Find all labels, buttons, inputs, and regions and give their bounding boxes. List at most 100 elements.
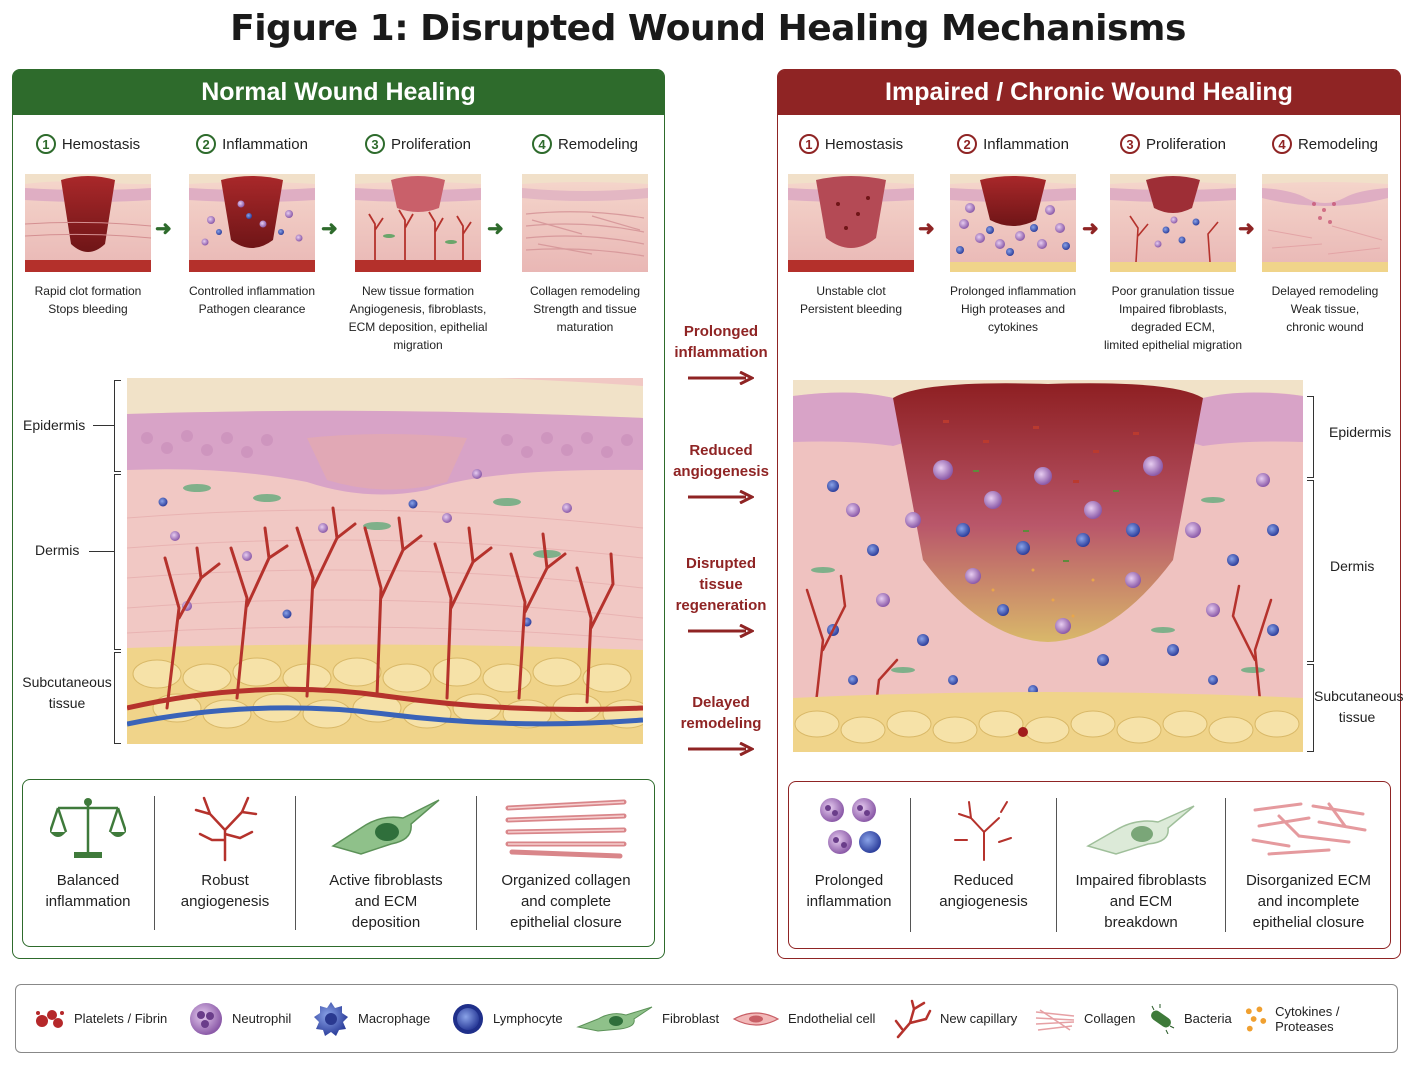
stage-number: 2 [196, 134, 217, 154]
stage-name: Proliferation [1145, 135, 1227, 153]
collagen-icon [1035, 1008, 1075, 1031]
layer-label-subcutaneous: Subcutaneous tissue [22, 674, 112, 711]
impaired-healing-panel: Impaired / Chronic Wound Healing 1 Hemost… [776, 69, 1404, 959]
stage-number: 1 [35, 134, 56, 154]
stage-description: Rapid clot formation Stops bleeding [34, 284, 142, 316]
legend-label: Endothelial cell [788, 1011, 876, 1026]
stage-number: 3 [1119, 134, 1140, 154]
summary-divider [295, 796, 296, 930]
stage-description: Controlled inflammation Pathogen clearan… [188, 284, 316, 316]
inflammation-thumbnail [950, 174, 1076, 272]
legend-label: Collagen [1084, 1011, 1136, 1026]
normal-panel-header: Normal Wound Healing [13, 70, 664, 115]
capillary-icon [953, 801, 1012, 861]
endothelial-cell-icon [732, 1011, 780, 1026]
stage-name: Hemostasis [61, 135, 141, 153]
transition-prolonged-inflammation: Prolonged inflammation [668, 321, 774, 385]
hemostasis-thumbnail [788, 174, 914, 272]
collagen-icon [1251, 802, 1366, 856]
collagen-icon [505, 799, 627, 859]
fibroblast-icon [1086, 805, 1195, 855]
normal-skin-cross-section [127, 378, 643, 744]
legend-label: New capillary [940, 1011, 1018, 1026]
stage-description: Delayed remodeling Weak tissue, chronic … [1271, 284, 1379, 334]
legend-item-neutrophil: Neutrophil [188, 985, 291, 1052]
summary-label: Balanced inflammation [45, 872, 131, 910]
layer-label-dermis: Dermis [35, 542, 80, 558]
legend-label: Neutrophil [232, 1011, 292, 1026]
summary-active-fibroblasts: Active fibroblasts and ECM deposition [296, 780, 476, 946]
arrow-right-icon: ➜ [487, 218, 504, 240]
legend: Platelets / Fibrin Neutrophil Macrophage… [15, 984, 1398, 1053]
stage-number: 2 [957, 134, 978, 154]
hemostasis-thumbnail [25, 174, 151, 272]
stage-number: 3 [364, 134, 385, 154]
remodeling-thumbnail [522, 174, 648, 272]
figure-title: Figure 1: Disrupted Wound Healing Mechan… [230, 8, 1186, 49]
transition-reduced-angiogenesis: Reduced angiogenesis [668, 440, 774, 504]
legend-item-platelets: Platelets / Fibrin [34, 985, 167, 1052]
neutrophil-icon [190, 1002, 222, 1035]
capillary-icon [894, 999, 932, 1038]
cytokines-icon [1245, 1005, 1267, 1032]
layer-label-epidermis: Epidermis [1329, 424, 1392, 440]
normal-stage-remodeling: 4 Remodeling Collagen remodeling Strength… [510, 130, 660, 336]
epidermis-bracket [114, 380, 121, 472]
transition-label: Reduced angiogenesis [673, 442, 769, 480]
layer-label-subcutaneous: Subcutaneous tissue [1314, 688, 1404, 725]
summary-reduced-angiogenesis: Reduced angiogenesis [911, 782, 1056, 948]
normal-healing-panel: Normal Wound Healing 1 Hemostasis Rapid c… [12, 69, 665, 959]
impaired-panel-header: Impaired / Chronic Wound Healing [778, 70, 1400, 115]
stage-number: 4 [531, 134, 552, 154]
stage-name: Remodeling [557, 135, 639, 153]
impaired-summary-box: Prolonged inflammation Reduced angiogene… [788, 781, 1391, 949]
legend-item-bacteria: Bacteria [1146, 985, 1232, 1052]
stage-name: Inflammation [983, 135, 1069, 153]
summary-label: Impaired fibroblasts and ECM breakdown [1075, 872, 1207, 931]
proliferation-thumbnail [1110, 174, 1236, 272]
summary-balanced-inflammation: Balanced inflammation [23, 780, 153, 946]
legend-label: Cytokines / Proteases [1275, 1003, 1340, 1034]
layer-label-dermis: Dermis [1330, 558, 1375, 574]
macrophage-icon [314, 1001, 348, 1036]
remodeling-thumbnail [1262, 174, 1388, 272]
summary-organized-collagen: Organized collagen and complete epitheli… [477, 780, 655, 946]
arrow-right-icon [688, 371, 754, 385]
lymphocyte-icon [453, 1003, 483, 1034]
summary-impaired-fibroblasts: Impaired fibroblasts and ECM breakdown [1057, 782, 1225, 948]
transition-label: Delayed remodeling [680, 694, 762, 732]
arrow-right-icon [688, 742, 754, 756]
legend-item-fibroblast: Fibroblast [576, 985, 719, 1052]
fibroblast-icon [331, 799, 440, 855]
legend-label: Lymphocyte [493, 1011, 563, 1026]
normal-summary-box: Balanced inflammation Robust angiogenesi… [22, 779, 655, 947]
subcutaneous-bracket [1307, 664, 1314, 752]
stage-name: Hemostasis [824, 135, 904, 153]
transition-label: Disrupted tissue regeneration [675, 555, 767, 614]
transition-label: Prolonged inflammation [674, 323, 768, 361]
layer-label-epidermis: Epidermis [23, 417, 86, 433]
summary-label: Organized collagen and complete epitheli… [501, 872, 631, 931]
legend-item-collagen: Collagen [1034, 985, 1135, 1052]
summary-label: Prolonged inflammation [806, 872, 892, 910]
summary-label: Disorganized ECM and incomplete epitheli… [1245, 872, 1372, 931]
dermis-bracket [1307, 480, 1314, 662]
fibroblast-icon [576, 1006, 653, 1032]
summary-divider [154, 796, 155, 930]
legend-item-macrophage: Macrophage [312, 985, 430, 1052]
transition-disrupted-regeneration: Disrupted tissue regeneration [668, 553, 774, 638]
stage-description: Collagen remodeling Strength and tissue … [529, 284, 641, 334]
stage-number: 1 [798, 134, 819, 154]
summary-robust-angiogenesis: Robust angiogenesis [155, 780, 295, 946]
summary-disorganized-ecm: Disorganized ECM and incomplete epitheli… [1226, 782, 1391, 948]
summary-label: Reduced angiogenesis [939, 872, 1028, 910]
summary-divider [1225, 798, 1226, 932]
legend-label: Macrophage [358, 1011, 431, 1026]
summary-divider [1056, 798, 1057, 932]
bacteria-icon [1151, 1003, 1175, 1034]
